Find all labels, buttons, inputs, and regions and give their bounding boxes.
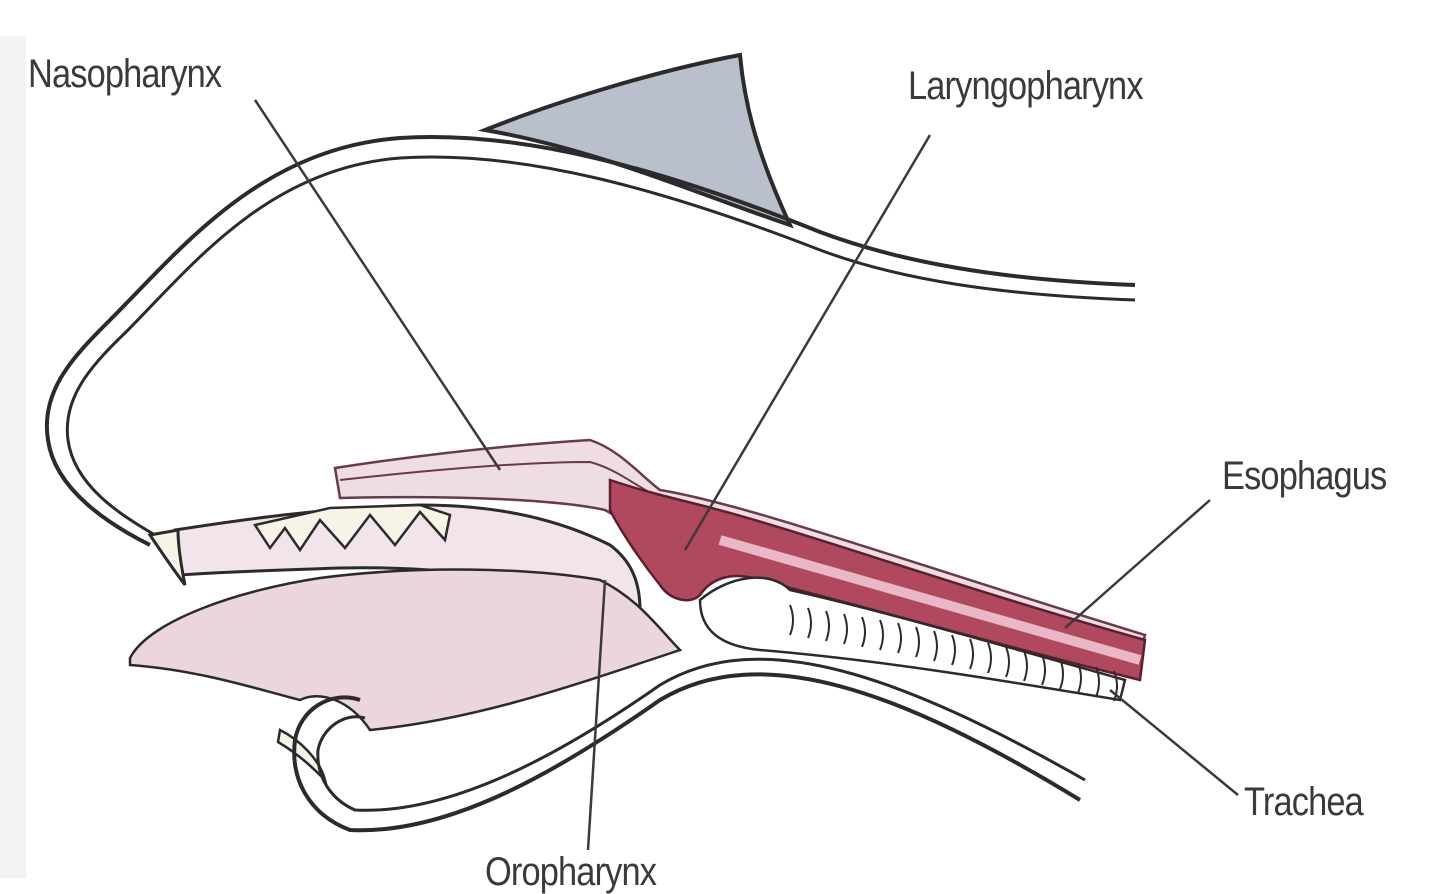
leader-lines [253, 99, 1239, 851]
leader-oropharynx [586, 579, 607, 851]
label-nasopharynx: Nasopharynx [28, 52, 222, 96]
leader-esophagus [1064, 499, 1211, 629]
lower-jaw-outline-outer [292, 672, 1082, 833]
upper-teeth [252, 503, 452, 553]
leader-laryngopharynx [683, 134, 932, 551]
label-oropharynx: Oropharynx [485, 850, 657, 894]
leader-trachea [1109, 689, 1239, 796]
label-esophagus: Esophagus [1222, 454, 1387, 498]
larynx [698, 576, 1127, 702]
left-margin-strip [0, 36, 26, 878]
esophagus-stripe [718, 535, 1142, 665]
soft-palate-line [339, 460, 666, 501]
ear [477, 52, 794, 229]
lower-jaw-outline-inner [316, 657, 1086, 812]
leader-nasopharynx [253, 99, 502, 471]
upper-canine [147, 528, 187, 586]
trachea-rings [789, 604, 1118, 702]
tongue-lower-jaw [128, 568, 683, 732]
label-trachea: Trachea [1244, 780, 1364, 824]
head-outline-inner [65, 155, 1136, 537]
label-laryngopharynx: Laryngopharynx [908, 64, 1144, 108]
